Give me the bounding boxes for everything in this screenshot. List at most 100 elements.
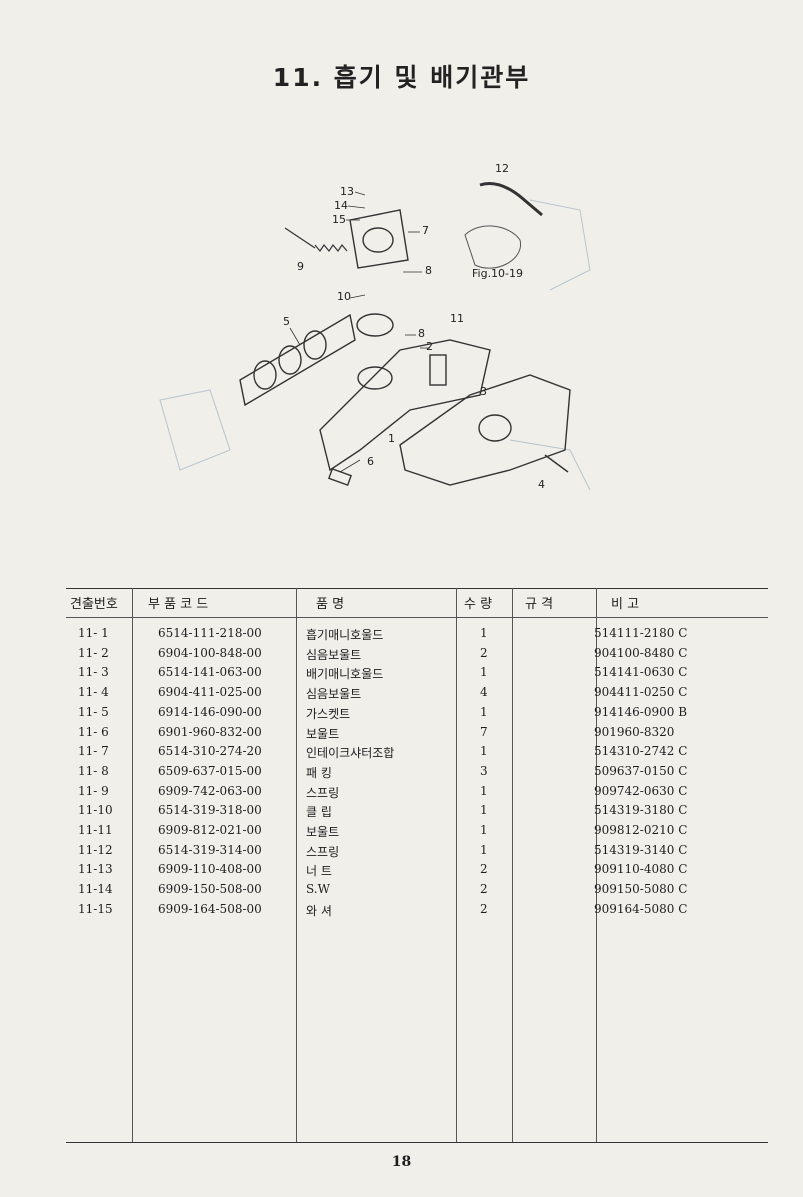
header-no: 견출번호 (70, 597, 118, 612)
cell-no: 11- 7 (78, 744, 109, 759)
cell-name: S.W (306, 882, 330, 897)
cell-no: 11- 1 (78, 626, 109, 640)
cell-remark: 904411-0250 C (594, 685, 688, 700)
col-divider (296, 588, 297, 1142)
col-divider (512, 588, 513, 1142)
callout-12: 12 (495, 162, 509, 175)
bolt-part (327, 467, 353, 487)
cell-name: 배기매니호울드 (306, 667, 384, 682)
cell-code: 6514-141-063-00 (158, 665, 262, 680)
col-divider (132, 588, 133, 1142)
cell-no: 11- 9 (78, 783, 109, 798)
cell-qty: 3 (480, 763, 488, 778)
cell-remark: 904100-8480 C (594, 645, 688, 660)
cell-remark: 514319-3180 C (594, 803, 688, 818)
cell-code: 6514-319-318-00 (158, 803, 262, 818)
cell-qty: 1 (480, 803, 488, 818)
exhaust-body (399, 374, 571, 486)
cell-qty: 4 (480, 685, 488, 700)
cell-remark: 909164-5080 C (594, 901, 688, 916)
cell-qty: 7 (480, 724, 488, 739)
cell-code: 6909-150-508-00 (158, 882, 262, 897)
cell-remark: 909742-0630 C (594, 783, 688, 798)
table-row: 11- 5 6914-146-090-00 가스켓트 1 914146-0900 B (66, 705, 768, 724)
cell-name: 보울트 (306, 726, 340, 741)
header-code: 부 품 코 드 (148, 597, 209, 612)
cell-qty: 1 (480, 704, 488, 719)
shutter-body (349, 209, 409, 269)
spring-part (284, 227, 348, 253)
intake-flange (356, 313, 394, 337)
cell-name: 클 립 (306, 805, 332, 820)
cell-no: 11-14 (78, 882, 113, 897)
table-top-rule (66, 588, 768, 589)
ghost-outline (159, 389, 231, 471)
callout-8b: 8 (418, 327, 425, 340)
header-name: 품 명 (316, 597, 345, 612)
cell-remark: 914146-0900 B (594, 704, 688, 719)
cell-no: 11-10 (78, 803, 113, 818)
cell-remark: 514141-0630 C (594, 665, 688, 680)
cell-code: 6914-146-090-00 (158, 704, 262, 719)
cell-name: 흡기매니호울드 (306, 628, 384, 642)
cell-name: 패 킹 (306, 765, 332, 780)
exhaust-stud (544, 454, 569, 473)
cell-remark: 909150-5080 C (594, 882, 688, 897)
cell-qty: 1 (480, 744, 488, 759)
cell-name: 가스켓트 (306, 706, 351, 721)
intake-body (319, 339, 491, 472)
cell-remark: 909110-4080 C (594, 862, 688, 877)
table-header-rule (66, 617, 768, 618)
cell-code: 6904-411-025-00 (158, 685, 262, 700)
header-qty: 수 량 (464, 597, 493, 612)
gasket-port-2 (278, 345, 302, 375)
gasket-port-1 (253, 360, 277, 390)
callout-14: 14 (334, 199, 348, 212)
intake-port (357, 366, 393, 390)
page-title: 11. 흡기 및 배기관부 (272, 63, 531, 92)
cell-no: 11- 5 (78, 704, 109, 719)
callout-10: 10 (337, 290, 351, 303)
cell-code: 6901-960-832-00 (158, 724, 262, 739)
cell-remark: 509637-0150 C (594, 763, 688, 778)
cell-name: 심음보울트 (306, 647, 362, 662)
cell-qty: 1 (480, 626, 488, 640)
cell-qty: 1 (480, 842, 488, 857)
shutter-bore (362, 227, 394, 253)
cell-name: 스프링 (306, 844, 340, 859)
cell-qty: 2 (480, 882, 488, 897)
cell-qty: 2 (480, 901, 488, 916)
intake-manifold-part (319, 313, 491, 472)
table-row: 11-14 6909-150-508-00 S.W 2 909150-5080 C (66, 882, 768, 901)
fig-ref-label: Fig.10-19 (472, 267, 523, 280)
intake-shutter-part (349, 209, 409, 269)
bolt-head (327, 467, 353, 487)
callout-11: 11 (450, 312, 464, 325)
gasket-body (239, 313, 356, 407)
cell-code: 6909-164-508-00 (158, 901, 262, 916)
cell-qty: 1 (480, 665, 488, 680)
exploded-diagram: 13 14 15 7 9 8 10 8 11 5 2 3 1 6 4 12 Fi… (150, 150, 610, 530)
cell-qty: 2 (480, 645, 488, 660)
callout-7: 7 (422, 224, 429, 237)
gasket-port-3 (303, 330, 327, 360)
col-divider (456, 588, 457, 1142)
cell-no: 11- 3 (78, 665, 109, 680)
header-spec: 규 격 (525, 597, 554, 612)
intake-boss (429, 354, 447, 386)
cell-remark: 909812-0210 C (594, 823, 688, 837)
cell-qty: 2 (480, 862, 488, 877)
callout-5: 5 (283, 315, 290, 328)
cell-code: 6909-812-021-00 (158, 823, 262, 837)
page-number: 18 (391, 1154, 412, 1170)
